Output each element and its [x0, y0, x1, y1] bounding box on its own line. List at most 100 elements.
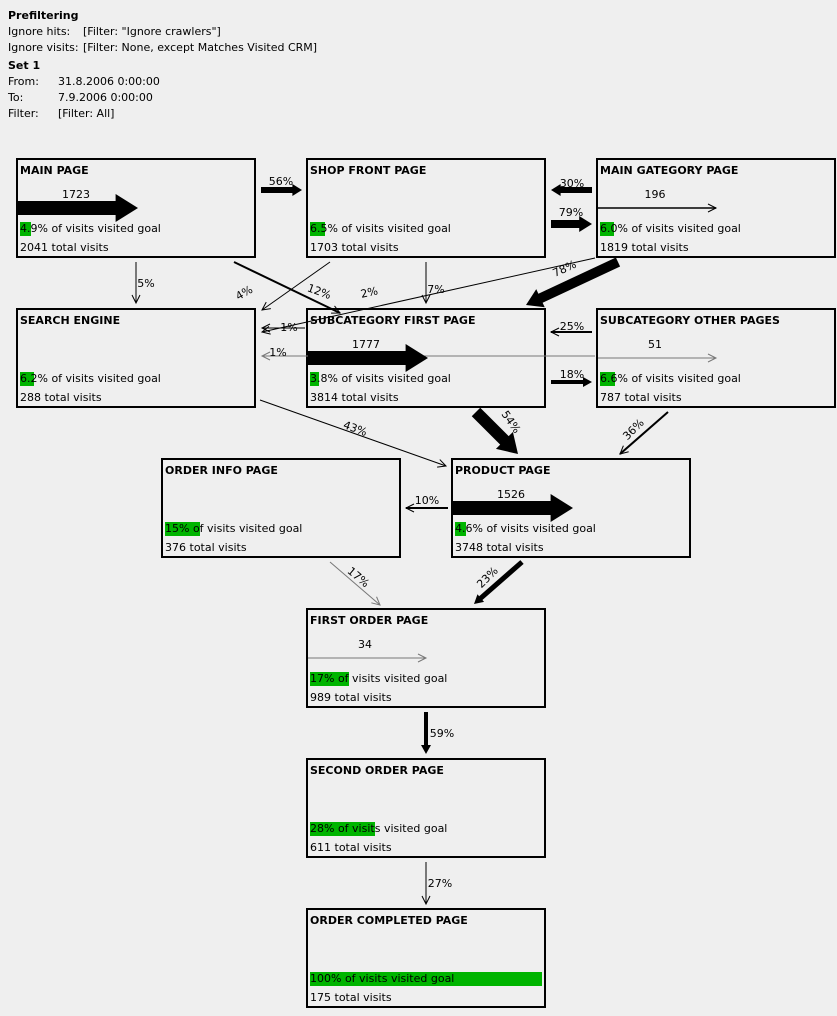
goal-bar — [165, 522, 200, 536]
node-title: SUBCATEGORY FIRST PAGE — [310, 314, 476, 327]
edge-maincat-to-shop — [551, 184, 592, 196]
edge-label-shop-to-maincat: 79% — [559, 206, 583, 219]
goal-bar — [600, 222, 614, 236]
total-suffix: total visits — [341, 391, 399, 404]
edge-subother-to-subfirst — [549, 327, 592, 337]
goal-bar — [310, 222, 325, 236]
self-flow-value-product: 1526 — [497, 488, 525, 501]
self-flow-arrow-subother — [598, 353, 718, 363]
total-visits: 1819 total visits — [600, 241, 689, 254]
goal-text: 17% of visits visited goal — [310, 672, 447, 686]
total-visits: 2041 total visits — [20, 241, 109, 254]
edge-subfirst-to-product — [471, 407, 518, 454]
edge-shop-to-subfirst — [421, 262, 431, 305]
edge-label-maincat-to-subfirst: 78% — [551, 258, 579, 280]
total-value: 611 — [310, 841, 331, 854]
goal-bar — [310, 672, 349, 686]
goal-text: 4.9% of visits visited goal — [20, 222, 161, 236]
edge-label-secondorder-to-ordercompleted: 27% — [428, 877, 452, 890]
total-value: 787 — [600, 391, 621, 404]
goal-text: 3.8% of visits visited goal — [310, 372, 451, 386]
goal-text: 6.2% of visits visited goal — [20, 372, 161, 386]
self-flow-value-maincat: 196 — [645, 188, 666, 201]
goal-percent: 4.9% — [20, 222, 48, 235]
goal-text: 6.5% of visits visited goal — [310, 222, 451, 236]
ignore-hits-row: Ignore hits:[Filter: "Ignore crawlers"] — [8, 25, 221, 38]
edge-subfirst-to-subother — [551, 377, 592, 387]
goal-percent: 17% — [310, 672, 335, 685]
goal-suffix: of visits visited goal — [631, 222, 741, 235]
edge-label-maincat-to-search: 2% — [359, 284, 379, 300]
goal-suffix: of visits visited goal — [341, 372, 451, 385]
total-suffix: total visits — [51, 241, 109, 254]
goal-suffix: of visits visited goal — [344, 972, 455, 985]
self-flow-value-subfirst: 1777 — [352, 338, 380, 351]
edge-main-to-shop — [261, 184, 302, 196]
self-flow-value-main: 1723 — [62, 188, 90, 201]
node-title: MAIN GATEGORY PAGE — [600, 164, 739, 177]
goal-text: 28% of visits visited goal — [310, 822, 447, 836]
goal-suffix: of visits visited goal — [192, 522, 303, 535]
total-visits: 288 total visits — [20, 391, 102, 404]
total-value: 376 — [165, 541, 186, 554]
total-value: 3748 — [455, 541, 483, 554]
goal-text: 4.6% of visits visited goal — [455, 522, 596, 536]
goal-bar — [20, 372, 34, 386]
total-value: 288 — [20, 391, 41, 404]
goal-suffix: of visits visited goal — [337, 672, 448, 685]
node-ordercompleted[interactable]: ORDER COMPLETED PAGE 100% of visits visit… — [306, 908, 546, 1008]
goal-text: 100% of visits visited goal — [310, 972, 454, 986]
goal-bar — [455, 522, 466, 536]
edge-label-shop-to-search: 4% — [233, 283, 255, 303]
node-secondorder[interactable]: SECOND ORDER PAGE 28% of visits visited g… — [306, 758, 546, 858]
node-title: ORDER INFO PAGE — [165, 464, 278, 477]
ignore-visits-row: Ignore visits:[Filter: None, except Matc… — [8, 41, 318, 54]
edge-main-to-search — [131, 262, 141, 305]
total-value: 175 — [310, 991, 331, 1004]
goal-bar — [310, 822, 375, 836]
goal-percent: 4.6% — [455, 522, 483, 535]
self-flow-value-firstorder: 34 — [358, 638, 372, 651]
node-search[interactable]: SEARCH ENGINE 6.2% of visits visited goal… — [16, 308, 256, 408]
node-title: MAIN PAGE — [20, 164, 89, 177]
edge-label-main-to-search: 5% — [137, 277, 154, 290]
goal-percent: 6.0% — [600, 222, 628, 235]
node-shop[interactable]: SHOP FRONT PAGE 6.5% of visits visited go… — [306, 158, 546, 258]
node-title: SECOND ORDER PAGE — [310, 764, 444, 777]
goal-bar — [310, 372, 319, 386]
self-flow-arrow-product — [453, 494, 573, 522]
set-title: Set 1 — [8, 59, 41, 72]
edge-label-subfirst-to-subother: 18% — [560, 368, 584, 381]
total-suffix: total visits — [334, 841, 392, 854]
to-row: To:7.9.2006 0:00:00 — [8, 91, 153, 104]
goal-bar — [20, 222, 31, 236]
node-title: SHOP FRONT PAGE — [310, 164, 427, 177]
self-flow-arrow-maincat — [598, 203, 718, 213]
node-title: PRODUCT PAGE — [455, 464, 551, 477]
goal-percent: 3.8% — [310, 372, 338, 385]
total-suffix: total visits — [334, 691, 392, 704]
node-title: FIRST ORDER PAGE — [310, 614, 429, 627]
filter-row: Filter:[Filter: All] — [8, 107, 115, 120]
total-suffix: total visits — [486, 541, 544, 554]
edge-firstorder-to-secondorder — [421, 712, 431, 754]
goal-percent: 100% — [310, 972, 342, 985]
edge-shop-to-search — [261, 261, 331, 311]
edge-label-subother-to-search: 1% — [269, 346, 286, 359]
total-visits: 175 total visits — [310, 991, 392, 1004]
edge-label-firstorder-to-secondorder: 59% — [430, 727, 454, 740]
edge-subother-to-product — [619, 411, 669, 455]
total-visits: 3814 total visits — [310, 391, 399, 404]
edge-subfirst-to-search — [260, 323, 305, 333]
total-visits: 611 total visits — [310, 841, 392, 854]
goal-percent: 28% — [310, 822, 335, 835]
node-title: ORDER COMPLETED PAGE — [310, 914, 468, 927]
from-row: From:31.8.2006 0:00:00 — [8, 75, 160, 88]
goal-text: 6.6% of visits visited goal — [600, 372, 741, 386]
node-title: SEARCH ENGINE — [20, 314, 121, 327]
edge-product-to-orderinfo — [404, 503, 448, 513]
total-suffix: total visits — [624, 391, 682, 404]
self-flow-arrow-firstorder — [308, 653, 428, 663]
goal-suffix: of visits visited goal — [631, 372, 741, 385]
